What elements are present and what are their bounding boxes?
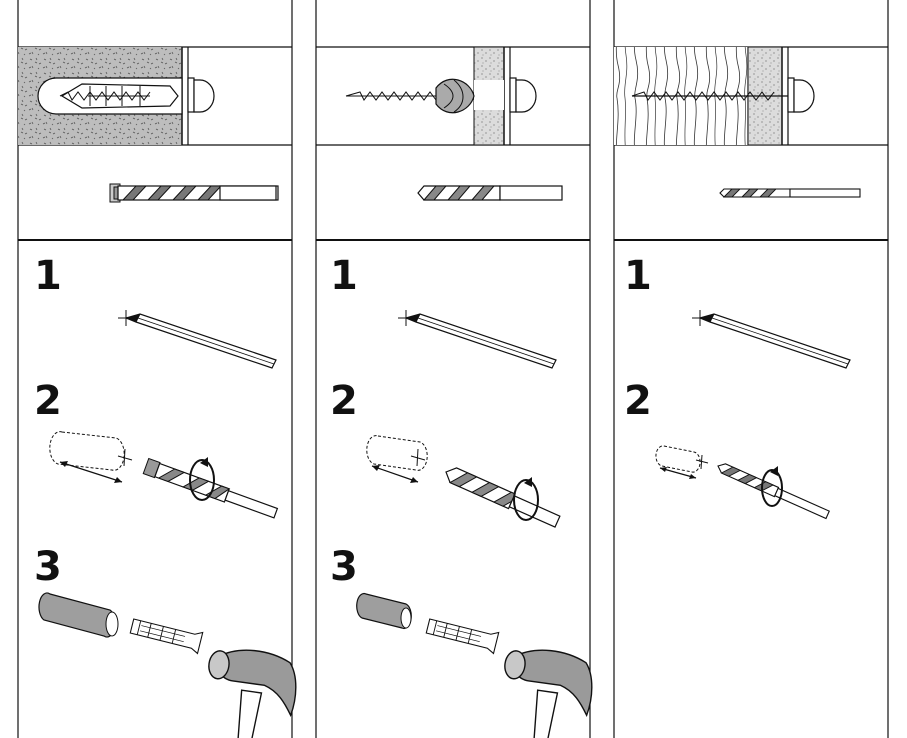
plasterboard-wall-section <box>345 46 537 146</box>
step-number-2: 2 <box>624 378 652 424</box>
wood-drill-bit <box>719 188 861 198</box>
masonry-drill-bit <box>109 183 279 203</box>
hammer-step-illustration <box>356 592 598 738</box>
screw-icon <box>59 77 215 113</box>
step-number-1: 1 <box>34 253 62 299</box>
screw-icon <box>345 77 537 114</box>
pencil-icon <box>691 309 851 369</box>
drill-step-illustration <box>49 431 279 519</box>
pencil-icon <box>397 309 557 369</box>
step-number-1: 1 <box>330 253 358 299</box>
wood-wall-section <box>614 46 815 146</box>
step-number-3: 3 <box>34 544 62 590</box>
hammer-icon <box>196 643 302 738</box>
screw-icon <box>631 77 815 113</box>
step-number-2: 2 <box>34 378 62 424</box>
drill-bit-icon <box>717 463 830 520</box>
step-number-3: 3 <box>330 544 358 590</box>
pencil-icon <box>117 309 277 369</box>
masonry-drill-bit <box>417 185 563 201</box>
step-number-2: 2 <box>330 378 358 424</box>
hammer-icon <box>492 643 598 738</box>
drill-step-illustration <box>655 445 830 520</box>
wall-plug-icon <box>128 614 204 655</box>
wall-plug-icon <box>424 614 500 655</box>
wall-plug-icon <box>60 83 179 109</box>
hammer-step-illustration <box>38 592 302 738</box>
step-number-1: 1 <box>624 253 652 299</box>
concrete-wall-section <box>18 47 215 145</box>
drill-step-illustration <box>366 435 561 528</box>
drill-bit-icon <box>445 467 561 528</box>
